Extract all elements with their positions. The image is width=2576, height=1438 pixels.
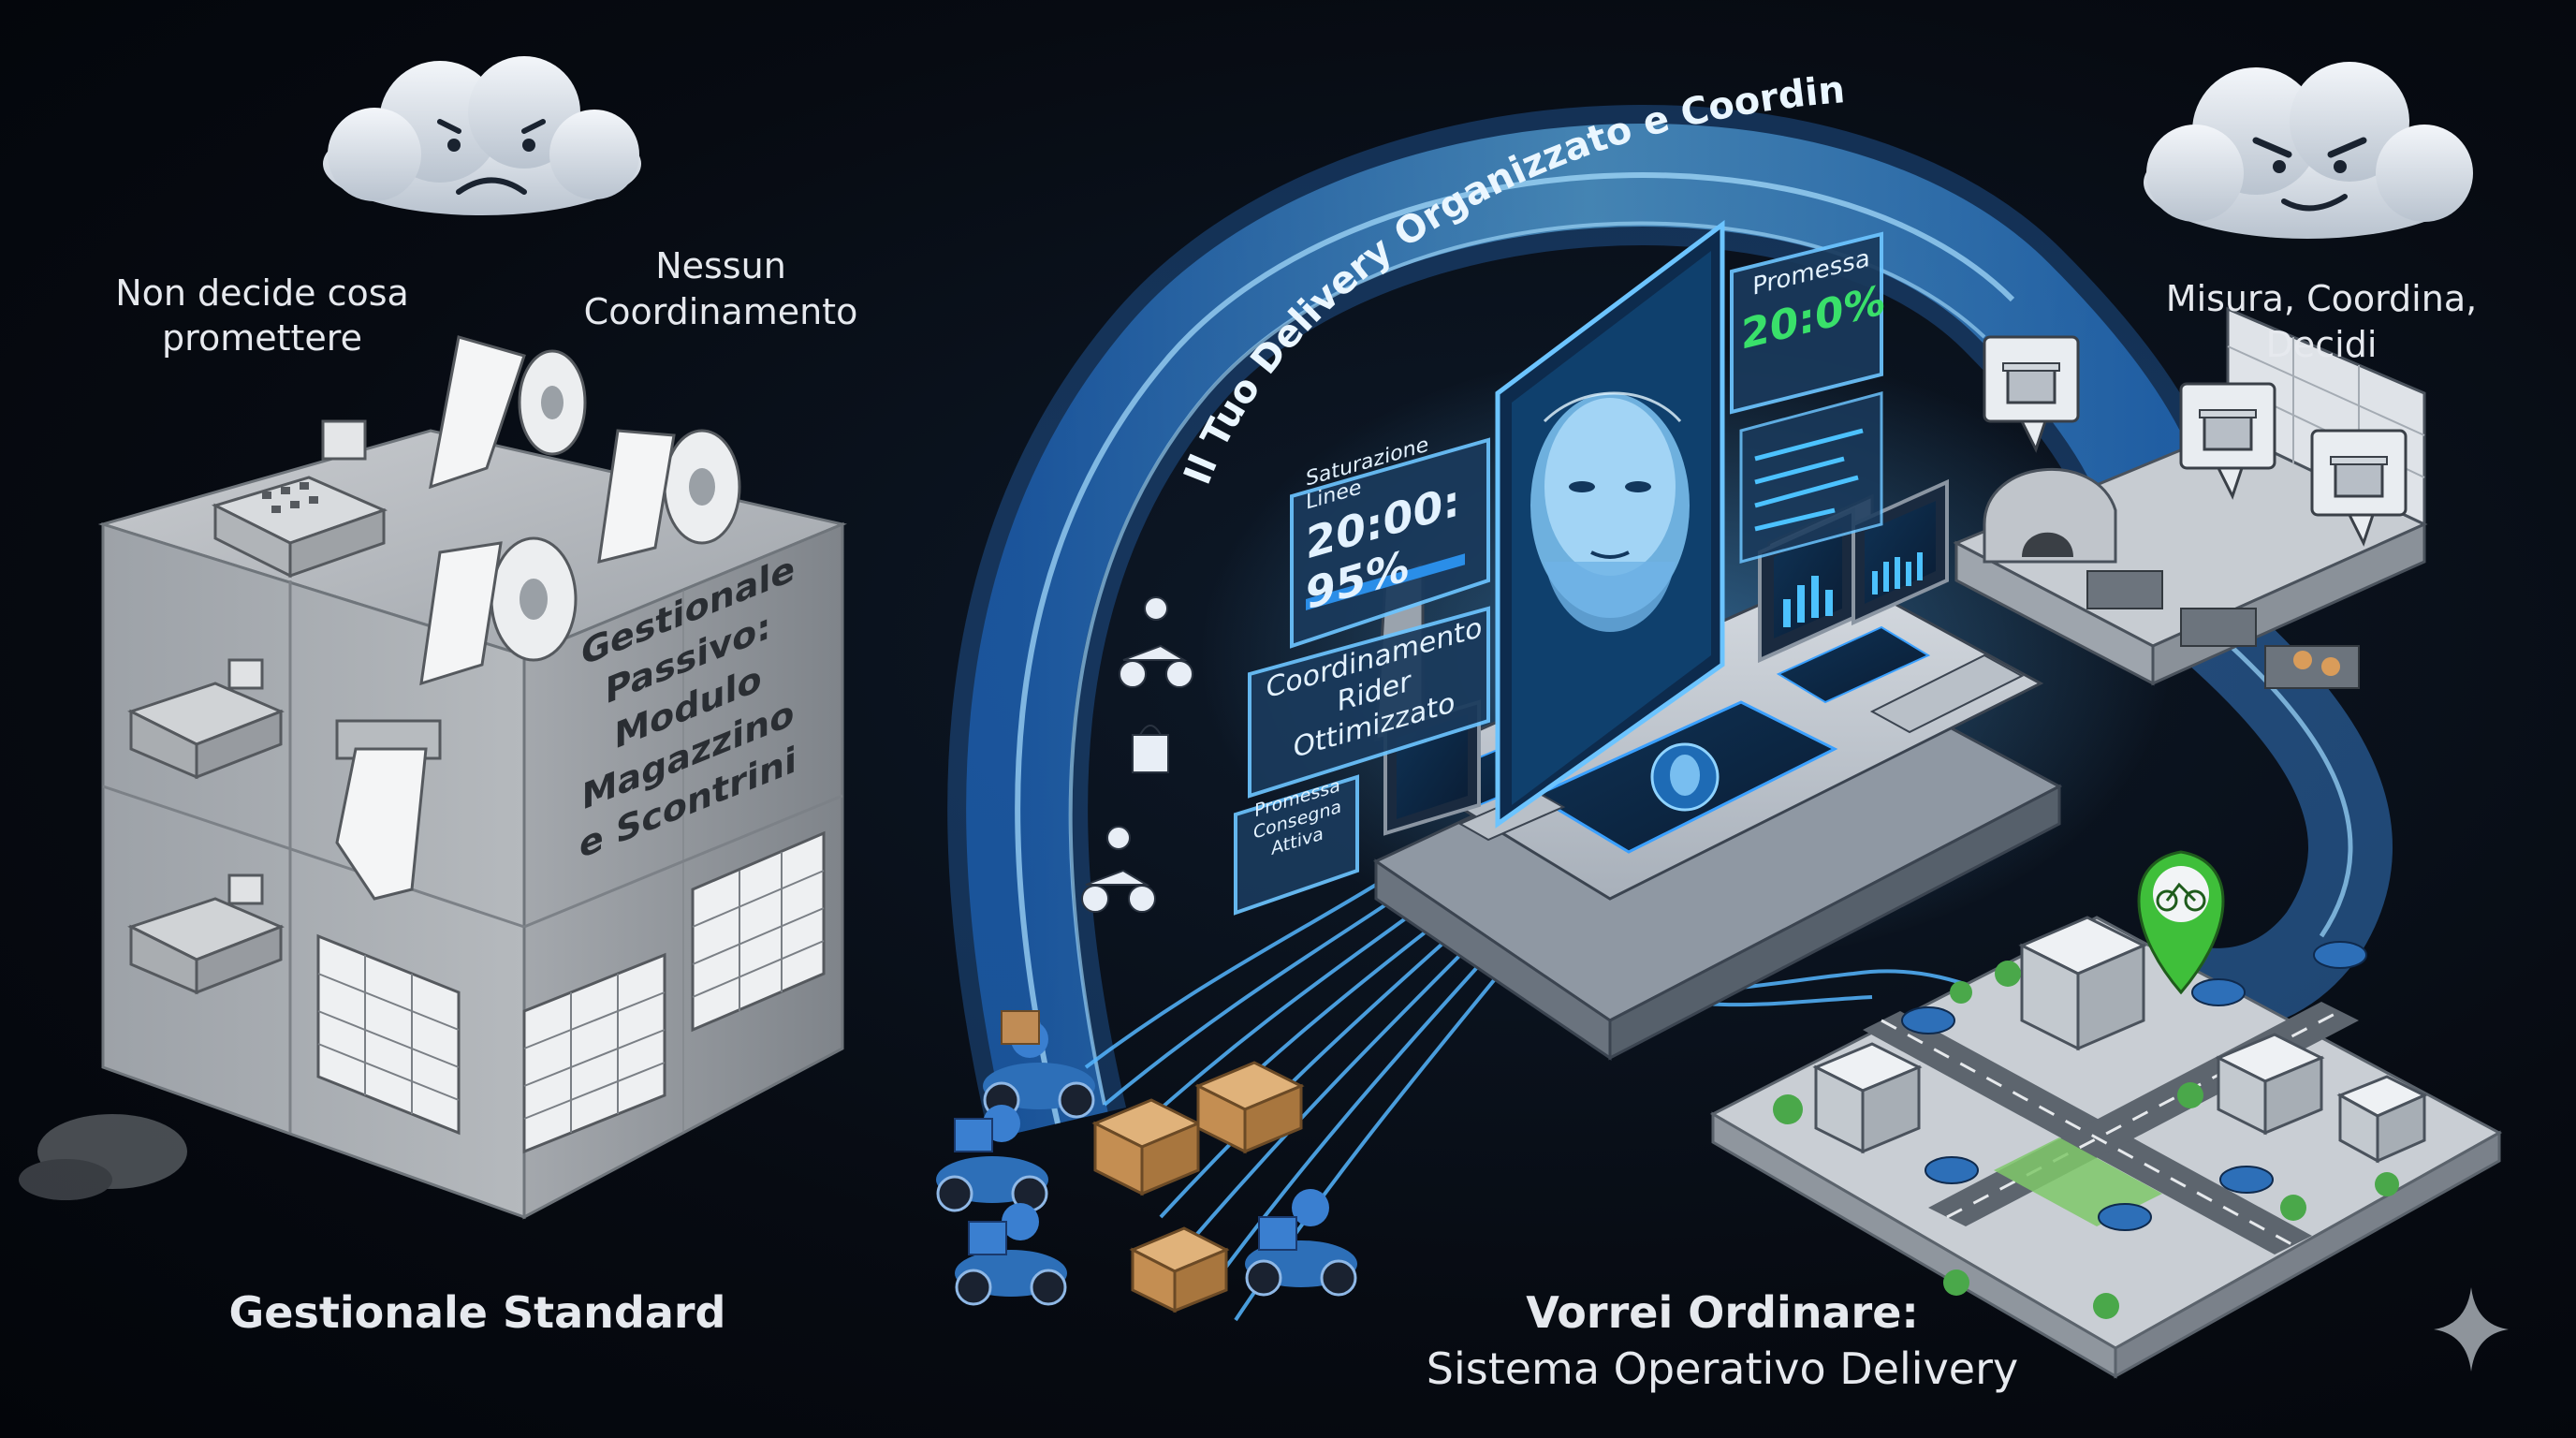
scooter-rider-icon <box>1245 1189 1357 1297</box>
sad-cloud-icon <box>323 56 641 215</box>
kitchen-area <box>1953 306 2428 689</box>
cooking-pot-icon <box>2310 429 2408 547</box>
saturation-panel <box>1290 437 1490 649</box>
scooter-rider-icon <box>1081 826 1156 913</box>
city-map <box>1709 916 2503 1379</box>
delivery-promise-panel <box>1234 774 1359 916</box>
shopping-bag-icon <box>1132 725 1169 773</box>
parcel-box-icon <box>1129 1226 1230 1313</box>
spreadsheet-icon <box>316 933 461 1136</box>
scooter-rider-icon <box>936 1105 1048 1212</box>
cash-register-icon <box>127 658 285 780</box>
spreadsheet-icon <box>522 952 666 1154</box>
bicycle-pin-icon <box>2137 850 2225 995</box>
parcel-box-icon <box>1091 1098 1202 1196</box>
scooter-rider-icon <box>983 1010 1095 1119</box>
cash-register-icon <box>211 419 388 579</box>
receipt-roll-icon <box>335 719 442 901</box>
right-title-line2: Sistema Operativo Delivery <box>1426 1343 2019 1394</box>
sparkle-icon <box>2434 1287 2509 1372</box>
right-title-line1: Vorrei Ordinare: <box>1526 1287 1919 1338</box>
receipt-roll-icon <box>419 536 578 686</box>
dust-cloud <box>19 1114 187 1200</box>
parcel-box-icon <box>1194 1061 1305 1154</box>
cash-register-icon <box>127 873 285 995</box>
cooking-pot-icon <box>1983 335 2080 453</box>
caption-misura-coordina: Misura, Coordina, Decidi <box>2165 278 2478 366</box>
data-streams <box>1084 883 2013 1322</box>
caption-non-decide: Non decide cosa promettere <box>115 272 409 359</box>
left-title: Gestionale Standard <box>228 1287 726 1338</box>
receipt-roll-icon <box>597 429 741 564</box>
receipt-roll-icon <box>429 335 587 490</box>
rider-coordination-panel <box>1248 606 1490 799</box>
spreadsheet-icon <box>691 830 826 1033</box>
caption-nessun-coordinamento: Nessun Coordinamento <box>583 245 858 333</box>
ai-face-icon <box>1530 391 1690 632</box>
angry-cloud-icon <box>2144 62 2473 239</box>
scooter-rider-icon <box>1119 596 1193 688</box>
scooter-rider-icon <box>955 1203 1067 1306</box>
promise-panel <box>1730 231 1883 564</box>
cooking-pot-icon <box>2179 382 2276 500</box>
